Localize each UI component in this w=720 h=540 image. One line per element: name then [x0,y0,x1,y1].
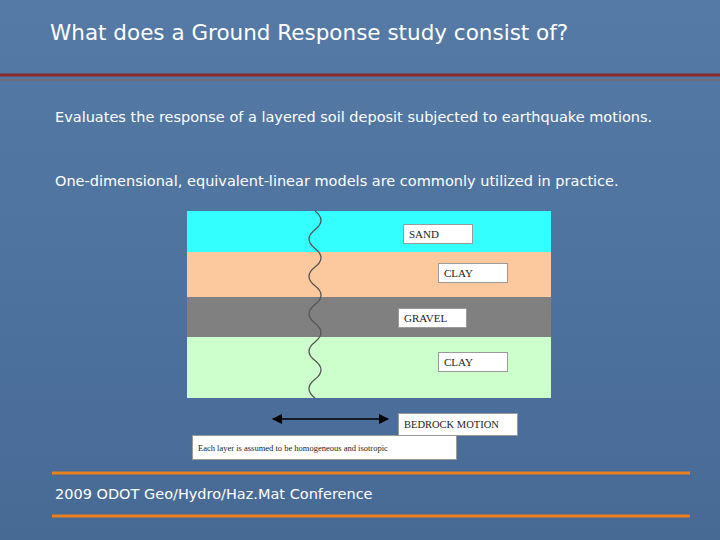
box-label: GRAVEL [404,312,447,324]
slide-title: What does a Ground Response study consis… [50,20,568,45]
gravel-layer [187,297,551,337]
motion-arrow [273,418,388,420]
footer-rule [52,515,690,518]
box-label: SAND [409,228,439,240]
layer-label-box: CLAY [438,263,508,283]
sand-layer [187,211,551,252]
layer-label-box: CLAY [438,352,508,372]
box-label: CLAY [444,267,473,279]
wave-line [309,211,321,398]
title-rule [0,74,720,77]
clay-layer [187,337,551,398]
layer-label-box: BEDROCK MOTION [398,413,518,436]
body-text: One-dimensional, equivalent-linear model… [55,172,695,191]
footer-text: 2009 ODOT Geo/Hydro/Haz.Mat Conference [55,485,555,504]
box-label: CLAY [444,356,473,368]
clay-layer [187,252,551,297]
title-rule [0,79,720,81]
box-label: Each layer is assumed to be homogeneous … [198,443,388,453]
layer-label-box: GRAVEL [398,308,467,328]
footer-rule [52,472,690,475]
note-box: Each layer is assumed to be homogeneous … [192,435,457,460]
body-text: Evaluates the response of a layered soil… [55,108,655,127]
layer-label-box: SAND [403,224,473,244]
box-label: BEDROCK MOTION [404,419,499,430]
